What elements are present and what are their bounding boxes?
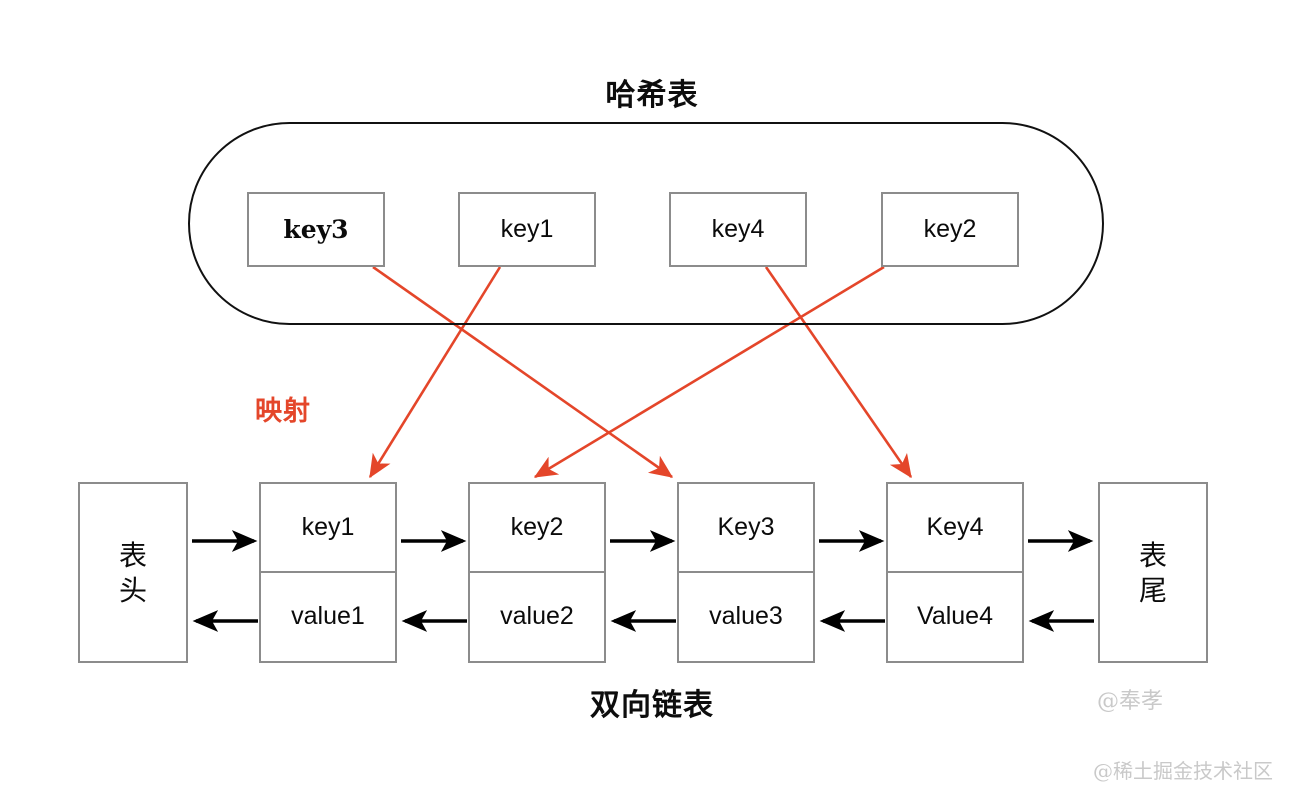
- list-head-label: 表 头: [119, 538, 147, 608]
- list-node-1-key: key1: [261, 484, 395, 573]
- list-tail-label-line1: 表: [1138, 538, 1167, 572]
- list-tail-label-line2: 尾: [1138, 573, 1167, 607]
- linked-list-title: 双向链表: [590, 688, 714, 723]
- list-node-4-key: Key4: [888, 484, 1022, 573]
- list-node-2-key: key2: [470, 484, 604, 573]
- hash-key-box-key2[interactable]: key2: [881, 192, 1019, 267]
- hash-table-title: 哈希表: [605, 78, 699, 113]
- list-node-3-value: value3: [709, 602, 783, 631]
- list-head-label-line2: 头: [118, 573, 147, 607]
- mapping-label: 映射: [255, 396, 311, 427]
- list-node-4[interactable]: Key4 Value4: [886, 482, 1024, 663]
- hash-table-container: [188, 122, 1104, 325]
- list-head-label-line1: 表: [118, 538, 147, 572]
- list-head-box[interactable]: 表 头: [78, 482, 188, 663]
- list-node-3-key: Key3: [679, 484, 813, 573]
- hash-key-box-key1[interactable]: key1: [458, 192, 596, 267]
- list-tail-label: 表 尾: [1139, 538, 1167, 608]
- list-node-3[interactable]: Key3 value3: [677, 482, 815, 663]
- site-watermark: @稀土掘金技术社区: [1093, 759, 1273, 783]
- list-tail-box[interactable]: 表 尾: [1098, 482, 1208, 663]
- list-node-1-value: value1: [291, 602, 365, 631]
- hash-key-box-key4[interactable]: key4: [669, 192, 807, 267]
- list-node-4-value: Value4: [917, 602, 993, 631]
- author-watermark: @奉孝: [1097, 689, 1164, 714]
- list-node-1[interactable]: key1 value1: [259, 482, 397, 663]
- list-node-2[interactable]: key2 value2: [468, 482, 606, 663]
- hash-key-box-key3[interactable]: key3: [247, 192, 385, 267]
- list-node-2-value: value2: [500, 602, 574, 631]
